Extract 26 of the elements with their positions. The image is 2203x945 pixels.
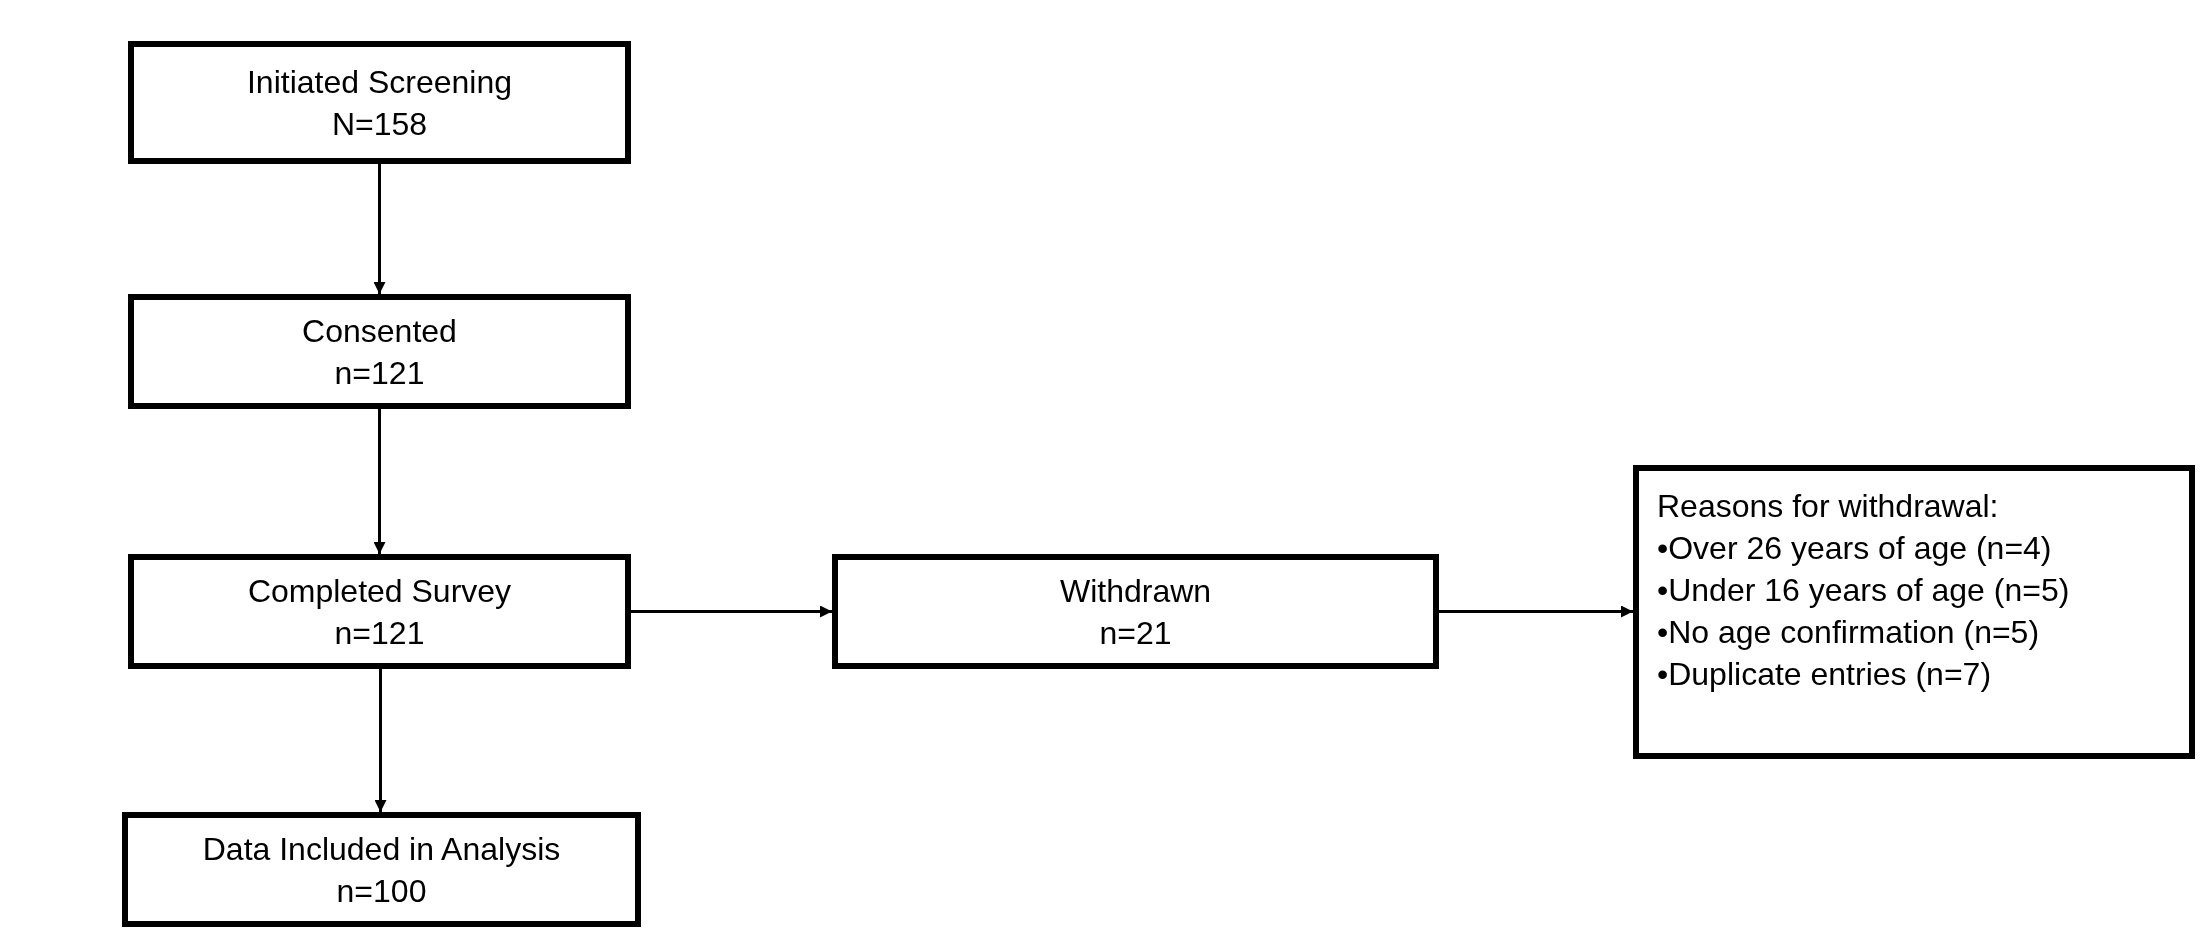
box-title: Completed Survey [247,571,512,611]
arrow [373,164,386,294]
arrow [631,605,832,618]
arrow [373,409,386,554]
list-item: •Under 16 years of age (n=5) [1657,571,2070,610]
arrow [1439,605,1633,618]
box-title: Data Included in Analysis [202,829,561,869]
process-box [128,294,631,409]
box-title: Reasons for withdrawal: [1657,487,1999,526]
process-box [128,41,631,164]
process-box [832,554,1439,669]
count-text: n=121 [334,613,425,653]
box-title: Consented [302,311,457,351]
count-text: N=158 [331,104,428,144]
list-item: •No age confirmation (n=5) [1657,613,2040,652]
process-box [1633,465,2195,759]
count-text: n=100 [336,871,427,911]
box-title: Withdrawn [1059,571,1212,611]
arrow [374,669,387,812]
box-title: Initiated Screening [246,62,513,102]
count-text: n=121 [334,353,425,393]
process-box [122,812,641,927]
count-text: n=21 [1099,613,1172,653]
process-box [128,554,631,669]
list-item: •Over 26 years of age (n=4) [1657,529,2052,568]
list-item: •Duplicate entries (n=7) [1657,655,1992,694]
